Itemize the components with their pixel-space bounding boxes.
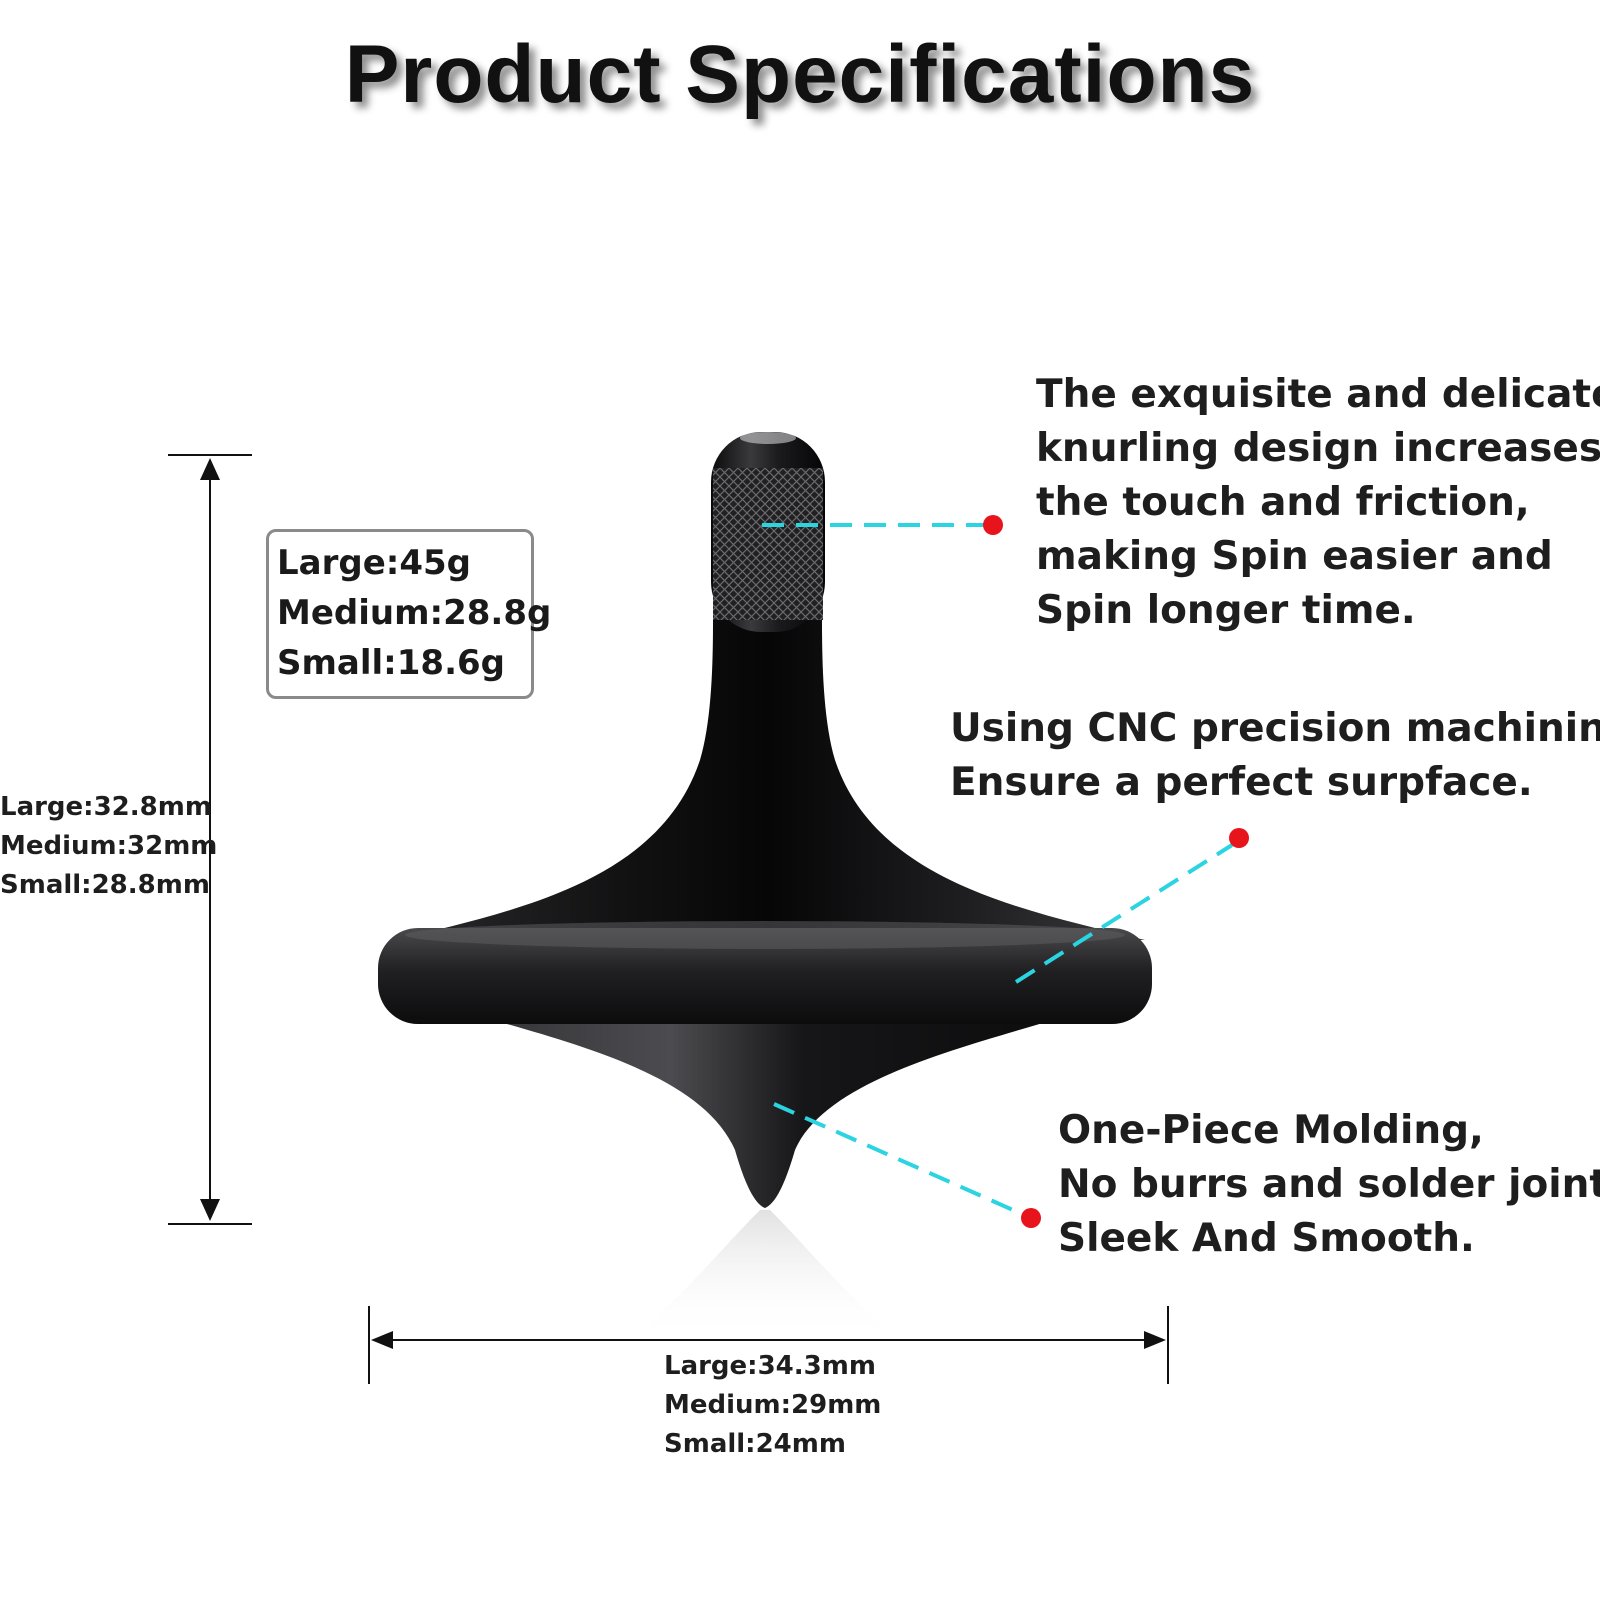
diameter-arrow-right-icon (1144, 1331, 1166, 1349)
feature-line: knurling design increases (1036, 426, 1600, 471)
weight-small: Small:18.6g (277, 643, 505, 683)
feature-molding: One-Piece Molding, No burrs and solder j… (1058, 1104, 1600, 1266)
tip-reflection (630, 1210, 900, 1340)
stem-cap-highlight (740, 432, 796, 444)
height-arrow-up-icon (200, 458, 220, 480)
spinner-rim (378, 928, 1152, 1024)
knurled-grip (713, 468, 823, 620)
height-arrow-down-icon (200, 1199, 220, 1221)
feature-line: the touch and friction, (1036, 480, 1530, 525)
height-large: Large:32.8mm (0, 792, 212, 822)
feature-line: One-Piece Molding, (1058, 1108, 1484, 1153)
lower-cone (440, 1005, 1100, 1208)
feature-cnc: Using CNC precision machining, Ensure a … (950, 702, 1600, 810)
diameter-arrow-left-icon (371, 1331, 393, 1349)
feature-line: The exquisite and delicate (1036, 372, 1600, 417)
diameter-spec-labels: Large:34.3mm Medium:29mm Small:24mm (664, 1347, 881, 1464)
marker-dot-cnc (1229, 828, 1249, 848)
diameter-large: Large:34.3mm (664, 1351, 876, 1381)
leader-line-molding (773, 1102, 1023, 1216)
feature-line: Spin longer time. (1036, 588, 1416, 633)
feature-line: Using CNC precision machining, (950, 706, 1600, 751)
rim-top-highlight (405, 921, 1125, 949)
diameter-small: Small:24mm (664, 1429, 846, 1459)
leader-line-cnc (1014, 843, 1234, 984)
weight-spec-box: Large:45g Medium:28.8g Small:18.6g (266, 529, 552, 699)
weight-medium: Medium:28.8g (277, 593, 552, 633)
height-medium: Medium:32mm (0, 831, 218, 861)
page-title: Product Specifications (344, 29, 1256, 120)
feature-knurling: The exquisite and delicate knurling desi… (1036, 368, 1600, 638)
marker-dot-knurling (983, 515, 1003, 535)
diameter-medium: Medium:29mm (664, 1390, 882, 1420)
feature-line: Sleek And Smooth. (1058, 1216, 1475, 1261)
weight-large: Large:45g (277, 543, 472, 583)
marker-dot-molding (1021, 1208, 1041, 1228)
feature-line: making Spin easier and (1036, 534, 1553, 579)
height-spec-labels: Large:32.8mm Medium:32mm Small:28.8mm (0, 788, 217, 905)
feature-line: No burrs and solder joints, (1058, 1162, 1600, 1207)
upper-body (395, 620, 1145, 940)
height-small: Small:28.8mm (0, 870, 210, 900)
feature-line: Ensure a perfect surpface. (950, 760, 1533, 805)
